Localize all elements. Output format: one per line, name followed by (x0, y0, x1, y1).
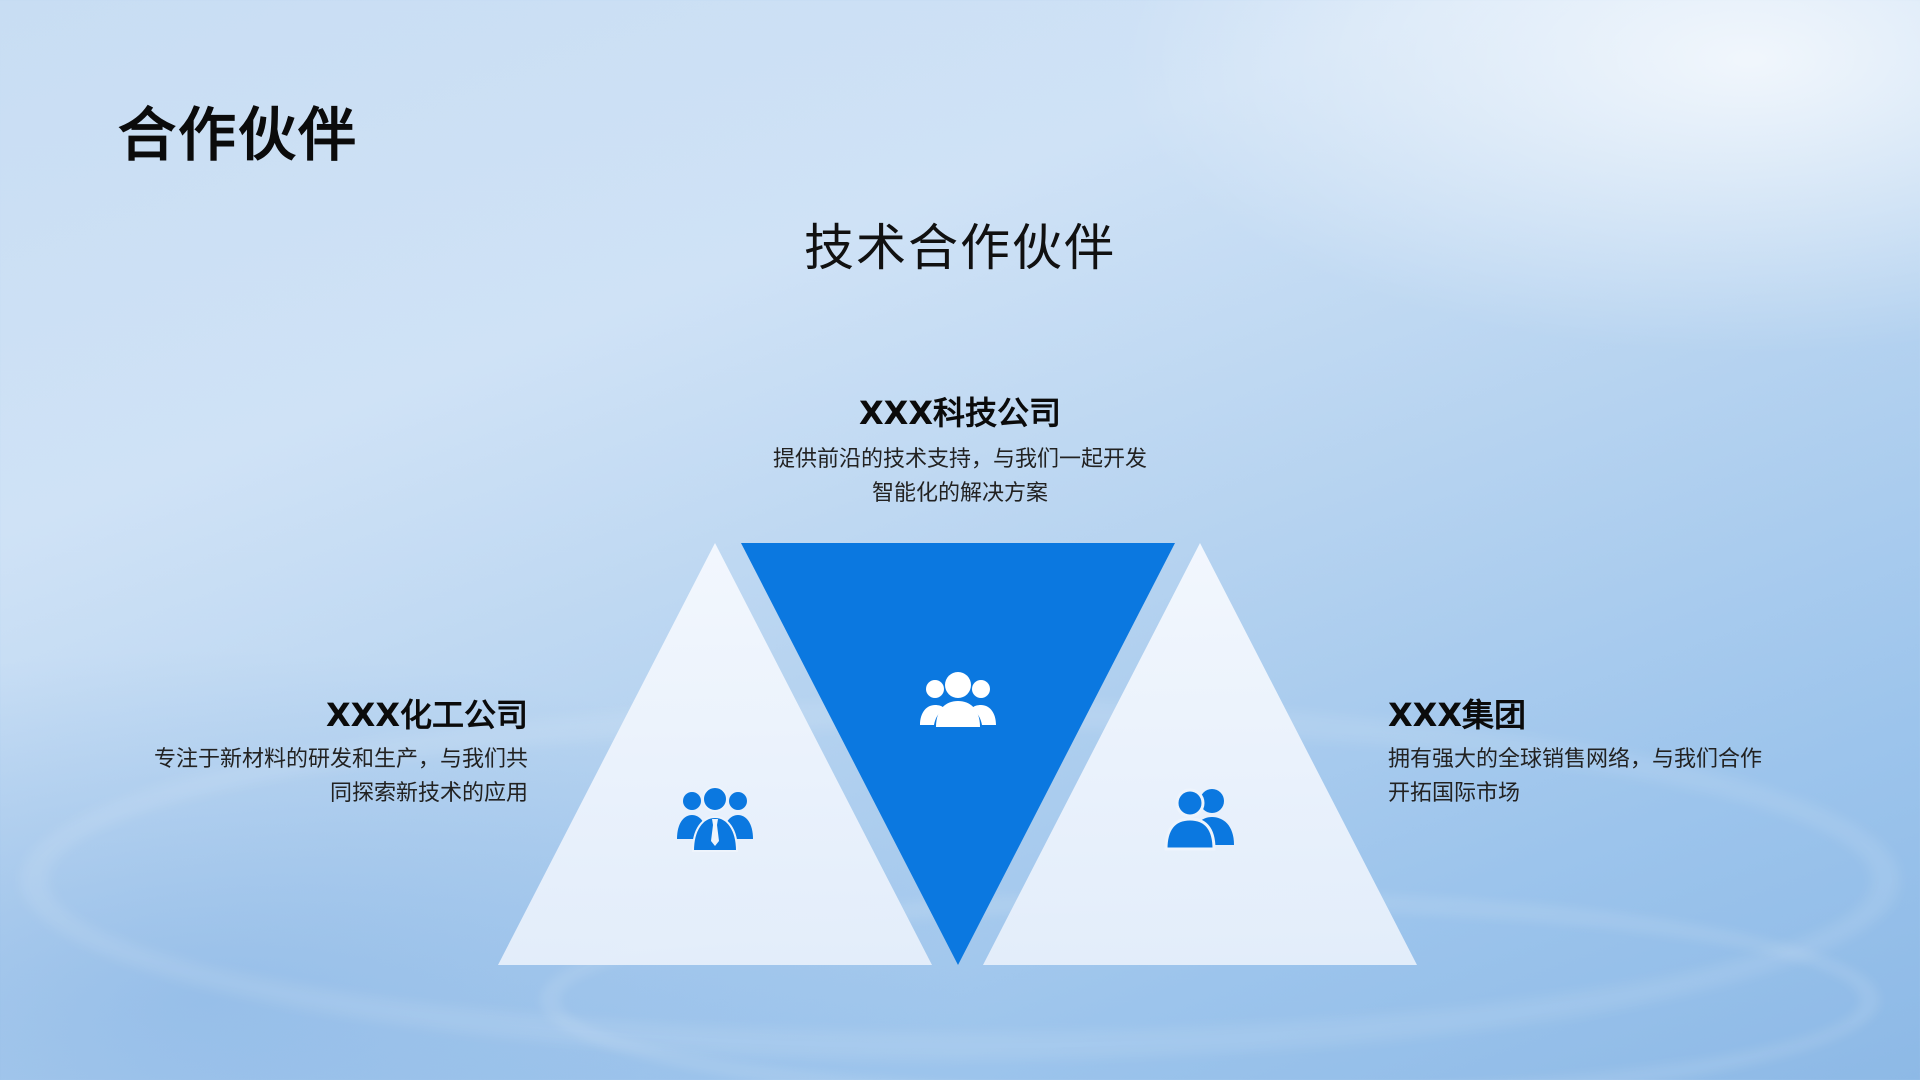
description-line: 专注于新材料的研发和生产，与我们共 (153, 747, 528, 772)
partner-name-left: XXX化工公司 (325, 696, 528, 734)
partner-name-right: XXX集团 (1388, 696, 1527, 734)
users-icon (1164, 788, 1234, 851)
group-icon (920, 672, 996, 727)
section-title: 技术合作伙伴 (804, 219, 1116, 277)
description-line: 开拓国际市场 (1388, 781, 1521, 806)
description-line: 拥有强大的全球销售网络，与我们合作 (1388, 747, 1763, 772)
description-line: 提供前沿的技术支持，与我们一起开发 (772, 447, 1147, 472)
partner-description-top: 提供前沿的技术支持，与我们一起开发 智能化的解决方案 (740, 443, 1180, 511)
description-line: 同探索新技术的应用 (329, 781, 528, 806)
left-triangle (498, 543, 932, 965)
center-triangle (741, 543, 1175, 965)
partner-name-top: XXX科技公司 (858, 394, 1062, 432)
right-triangle (983, 543, 1417, 965)
partner-description-left: 专注于新材料的研发和生产，与我们共 同探索新技术的应用 (118, 743, 528, 811)
team-icon (677, 786, 753, 852)
description-line: 智能化的解决方案 (871, 481, 1048, 506)
page-title: 合作伙伴 (118, 101, 359, 169)
partner-description-right: 拥有强大的全球销售网络，与我们合作 开拓国际市场 (1388, 743, 1808, 811)
